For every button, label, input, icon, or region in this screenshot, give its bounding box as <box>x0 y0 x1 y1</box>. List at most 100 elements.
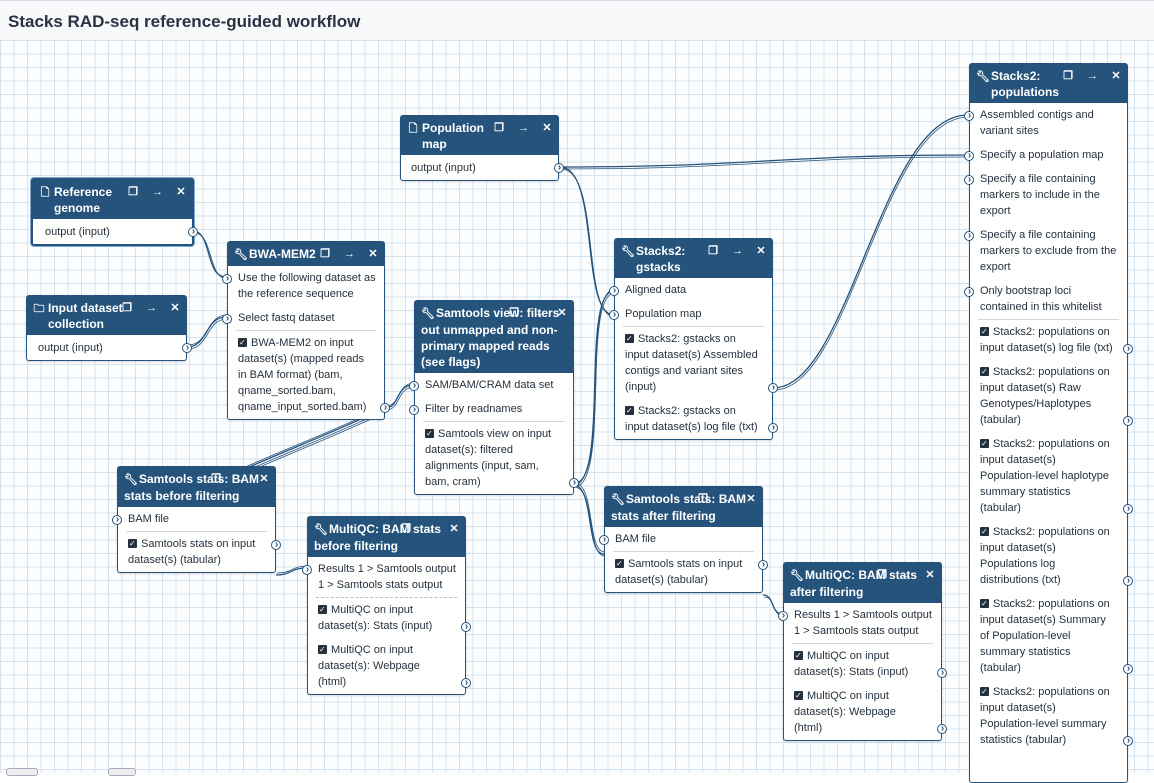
checkbox-checked-icon[interactable] <box>128 536 137 552</box>
close-icon[interactable]: ✕ <box>746 493 756 505</box>
clone-icon[interactable]: ❐ <box>708 245 718 257</box>
node-reference-genome[interactable]: 🗋Reference genome ❐→✕ output (input) <box>31 178 198 246</box>
arrow-right-icon[interactable]: → <box>344 248 355 260</box>
output-connector-icon[interactable] <box>569 478 579 488</box>
output-connector-icon[interactable] <box>768 423 778 433</box>
input-connector-icon[interactable] <box>778 611 788 621</box>
output-connector-icon[interactable] <box>1123 736 1133 746</box>
input-connector-icon[interactable] <box>599 535 609 545</box>
checkbox-checked-icon[interactable] <box>980 364 989 380</box>
checkbox-checked-icon[interactable] <box>625 403 634 419</box>
node-population-map[interactable]: 🗋Population map ❐→✕ output (input) <box>400 115 564 181</box>
arrow-right-icon[interactable]: → <box>518 122 529 134</box>
node-samtools-view[interactable]: 🔧︎Samtools view: filters out unmapped an… <box>409 300 579 495</box>
input-connector-icon[interactable] <box>222 274 232 284</box>
input-connector-icon[interactable] <box>409 405 419 415</box>
node-header[interactable]: 🔧︎Samtools view: filters out unmapped an… <box>415 301 573 373</box>
output-connector-icon[interactable] <box>554 163 564 173</box>
checkbox-checked-icon[interactable] <box>615 556 624 572</box>
close-icon[interactable]: ✕ <box>756 245 766 257</box>
node-gstacks[interactable]: 🔧︎Stacks2: gstacks ❐→✕ Aligned data Popu… <box>609 238 778 440</box>
checkbox-checked-icon[interactable] <box>980 324 989 340</box>
arrow-right-icon[interactable]: → <box>901 569 912 581</box>
node-header[interactable]: 🔧︎MultiQC: BAM stats before filtering ❐→… <box>308 517 465 557</box>
node-header[interactable]: 🔧︎Samtools stats: BAM stats after filter… <box>605 487 762 527</box>
output-connector-icon[interactable] <box>1123 416 1133 426</box>
node-multiqc-before[interactable]: 🔧︎MultiQC: BAM stats before filtering ❐→… <box>302 516 471 695</box>
close-icon[interactable]: ✕ <box>170 302 180 314</box>
output-connector-icon[interactable] <box>1123 664 1133 674</box>
node-header[interactable]: 🔧︎Stacks2: gstacks ❐→✕ <box>615 239 772 278</box>
close-icon[interactable]: ✕ <box>449 523 459 535</box>
output-connector-icon[interactable] <box>182 343 192 353</box>
clone-icon[interactable]: ❐ <box>1063 70 1073 82</box>
node-stats-after[interactable]: 🔧︎Samtools stats: BAM stats after filter… <box>599 486 768 593</box>
node-header[interactable]: 🗋Reference genome ❐→✕ <box>33 180 192 219</box>
output-connector-icon[interactable] <box>1123 504 1133 514</box>
checkbox-checked-icon[interactable] <box>318 642 327 658</box>
node-populations[interactable]: 🔧︎Stacks2: populations ❐→✕ Assembled con… <box>964 63 1133 783</box>
node-header[interactable]: 🔧︎BWA-MEM2 ❐→✕ <box>228 242 384 266</box>
zoom-control[interactable] <box>6 768 38 776</box>
input-connector-icon[interactable] <box>609 286 619 296</box>
close-icon[interactable]: ✕ <box>557 307 567 319</box>
node-header[interactable]: 🔧︎Samtools stats: BAM stats before filte… <box>118 467 275 507</box>
output-connector-icon[interactable] <box>188 227 198 237</box>
arrow-right-icon[interactable]: → <box>235 473 246 485</box>
node-header[interactable]: 🔧︎Stacks2: populations ❐→✕ <box>970 64 1127 103</box>
input-connector-icon[interactable] <box>112 515 122 525</box>
clone-icon[interactable]: ❐ <box>494 122 504 134</box>
input-connector-icon[interactable] <box>964 287 974 297</box>
clone-icon[interactable]: ❐ <box>877 569 887 581</box>
input-connector-icon[interactable] <box>409 381 419 391</box>
close-icon[interactable]: ✕ <box>368 248 378 260</box>
arrow-right-icon[interactable]: → <box>732 245 743 257</box>
minimap-toggle[interactable] <box>108 768 136 776</box>
arrow-right-icon[interactable]: → <box>425 523 436 535</box>
close-icon[interactable]: ✕ <box>542 122 552 134</box>
output-connector-icon[interactable] <box>461 678 471 688</box>
arrow-right-icon[interactable]: → <box>722 493 733 505</box>
checkbox-checked-icon[interactable] <box>425 426 434 442</box>
checkbox-checked-icon[interactable] <box>625 331 634 347</box>
node-header[interactable]: 🗋Population map ❐→✕ <box>401 116 558 155</box>
node-bwa-mem2[interactable]: 🔧︎BWA-MEM2 ❐→✕ Use the following dataset… <box>222 241 390 420</box>
clone-icon[interactable]: ❐ <box>128 186 138 198</box>
input-connector-icon[interactable] <box>302 565 312 575</box>
clone-icon[interactable]: ❐ <box>401 523 411 535</box>
output-connector-icon[interactable] <box>380 403 390 413</box>
output-connector-icon[interactable] <box>937 668 947 678</box>
checkbox-checked-icon[interactable] <box>318 602 327 618</box>
output-connector-icon[interactable] <box>758 560 768 570</box>
arrow-right-icon[interactable]: → <box>146 302 157 314</box>
close-icon[interactable]: ✕ <box>925 569 935 581</box>
node-header[interactable]: 🔧︎MultiQC: BAM stats after filtering ❐→✕ <box>784 563 941 603</box>
input-connector-icon[interactable] <box>964 151 974 161</box>
node-header[interactable]: 🗀Input dataset collection ❐→✕ <box>27 296 186 335</box>
close-icon[interactable]: ✕ <box>259 473 269 485</box>
arrow-right-icon[interactable]: → <box>1087 70 1098 82</box>
input-connector-icon[interactable] <box>964 175 974 185</box>
output-connector-icon[interactable] <box>461 622 471 632</box>
output-connector-icon[interactable] <box>1123 576 1133 586</box>
node-multiqc-after[interactable]: 🔧︎MultiQC: BAM stats after filtering ❐→✕… <box>778 562 947 741</box>
clone-icon[interactable]: ❐ <box>698 493 708 505</box>
checkbox-checked-icon[interactable] <box>980 684 989 700</box>
output-connector-icon[interactable] <box>1123 344 1133 354</box>
clone-icon[interactable]: ❐ <box>122 302 132 314</box>
checkbox-checked-icon[interactable] <box>794 648 803 664</box>
input-connector-icon[interactable] <box>609 310 619 320</box>
checkbox-checked-icon[interactable] <box>238 335 247 351</box>
input-connector-icon[interactable] <box>964 231 974 241</box>
node-stats-before[interactable]: 🔧︎Samtools stats: BAM stats before filte… <box>112 466 281 573</box>
output-connector-icon[interactable] <box>768 383 778 393</box>
input-connector-icon[interactable] <box>222 314 232 324</box>
checkbox-checked-icon[interactable] <box>980 596 989 612</box>
clone-icon[interactable]: ❐ <box>211 473 221 485</box>
clone-icon[interactable]: ❐ <box>320 248 330 260</box>
node-input-collection[interactable]: 🗀Input dataset collection ❐→✕ output (in… <box>26 295 192 361</box>
output-connector-icon[interactable] <box>271 540 281 550</box>
close-icon[interactable]: ✕ <box>176 186 186 198</box>
clone-icon[interactable]: ❐ <box>509 307 519 319</box>
checkbox-checked-icon[interactable] <box>794 688 803 704</box>
